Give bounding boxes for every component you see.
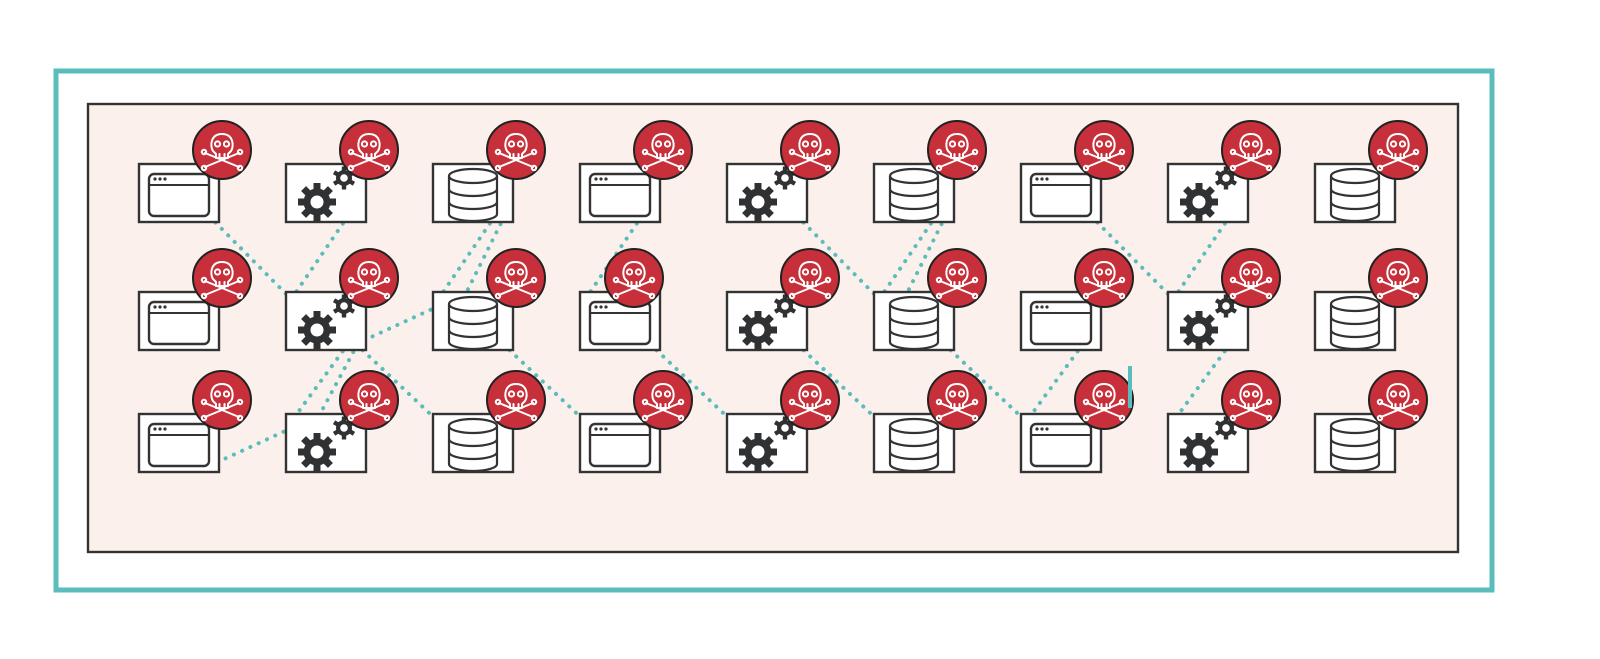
skull-crossbones-icon xyxy=(339,370,399,430)
connection-link xyxy=(1089,214,1180,306)
skull-crossbones-icon xyxy=(192,370,252,430)
skull-crossbones-icon xyxy=(927,120,987,180)
skull-crossbones-icon xyxy=(604,248,664,308)
skull-crossbones-icon xyxy=(339,248,399,308)
skull-crossbones-icon xyxy=(1221,120,1281,180)
skull-crossbones-icon xyxy=(1368,370,1428,430)
skull-crossbones-icon xyxy=(1074,370,1134,430)
skull-crossbones-icon xyxy=(486,370,546,430)
connection-link xyxy=(501,342,592,428)
connection-link xyxy=(1021,342,1085,428)
skull-crossbones-icon xyxy=(780,248,840,308)
skull-crossbones-icon xyxy=(486,248,546,308)
connection-link xyxy=(1168,342,1232,428)
skull-crossbones-icon xyxy=(927,248,987,308)
connection-link xyxy=(795,214,886,306)
skull-crossbones-icon xyxy=(1221,370,1281,430)
skull-crossbones-icon xyxy=(192,120,252,180)
skull-crossbones-icon xyxy=(1074,120,1134,180)
skull-crossbones-icon xyxy=(1368,120,1428,180)
skull-crossbones-icon xyxy=(780,120,840,180)
skull-crossbones-icon xyxy=(339,120,399,180)
connection-link xyxy=(354,342,445,428)
node-grid xyxy=(137,120,1428,474)
skull-crossbones-icon xyxy=(780,370,840,430)
connection-link xyxy=(899,214,948,306)
skull-crossbones-icon xyxy=(633,370,693,430)
skull-crossbones-icon xyxy=(1221,248,1281,308)
connection-link xyxy=(648,342,739,428)
skull-crossbones-icon xyxy=(1368,248,1428,308)
skull-crossbones-icon xyxy=(1074,248,1134,308)
connection-links xyxy=(207,214,1232,468)
connection-link xyxy=(1168,214,1232,306)
connection-link xyxy=(207,214,298,306)
connection-link xyxy=(311,342,360,428)
connection-link xyxy=(942,342,1033,428)
connection-link xyxy=(874,214,938,306)
skull-crossbones-icon xyxy=(927,370,987,430)
connection-link xyxy=(286,342,350,428)
connection-link xyxy=(433,214,497,306)
skull-crossbones-icon xyxy=(633,120,693,180)
connection-link xyxy=(286,214,350,306)
skull-crossbones-icon xyxy=(192,248,252,308)
connection-link xyxy=(795,342,886,428)
connection-link xyxy=(458,214,507,306)
skull-crossbones-icon xyxy=(486,120,546,180)
